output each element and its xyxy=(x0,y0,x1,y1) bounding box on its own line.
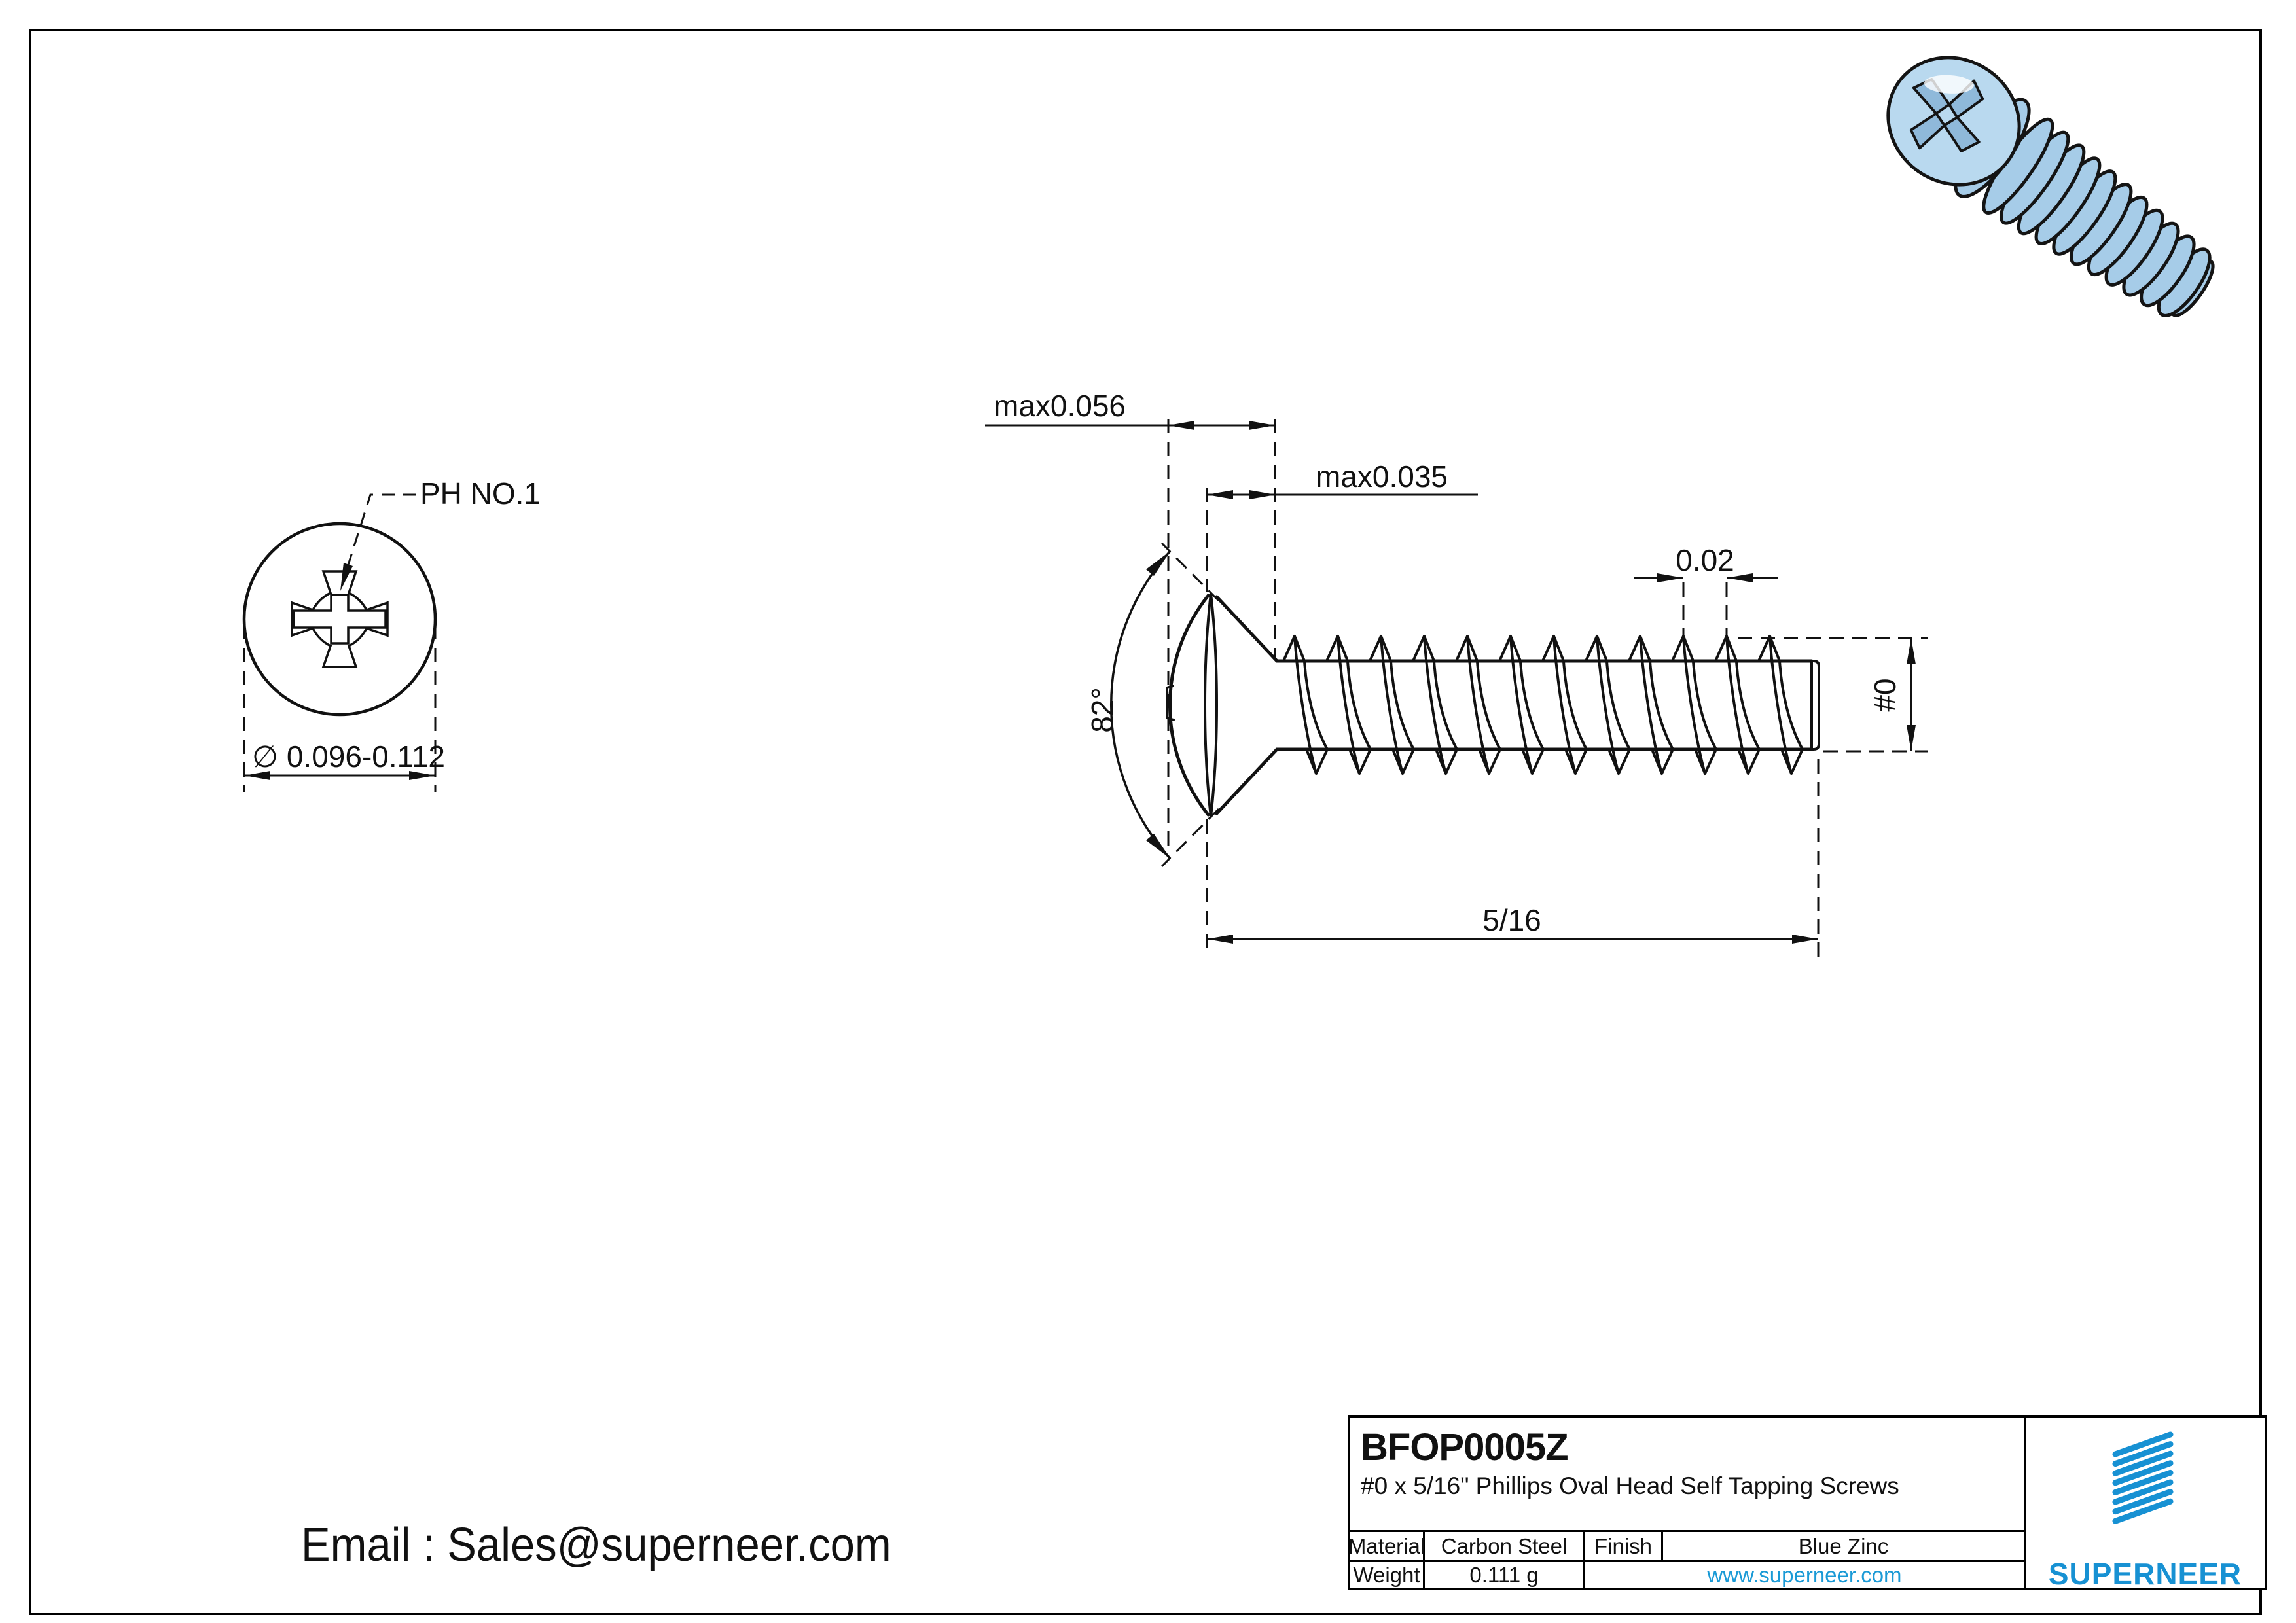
thread xyxy=(1671,635,1717,775)
arrow xyxy=(1249,490,1276,499)
thread xyxy=(1628,635,1674,775)
brand-cell: SUPERNEER xyxy=(2024,1418,2265,1591)
screw-size-label: #0 xyxy=(1868,678,1902,711)
arrow xyxy=(1146,551,1170,576)
side-dimensions xyxy=(985,419,1928,957)
weight-value: 0.111 g xyxy=(1425,1562,1585,1588)
title-block: BFOP0005Z #0 x 5/16" Phillips Oval Head … xyxy=(1348,1415,2267,1591)
thread xyxy=(1498,635,1545,775)
thread xyxy=(1714,635,1761,775)
website-link[interactable]: www.superneer.com xyxy=(1707,1562,1902,1587)
arrow xyxy=(1249,421,1275,430)
phillips-recess-outer xyxy=(291,570,389,668)
screw-threads-3d xyxy=(1982,117,2212,317)
arrow xyxy=(1727,573,1753,582)
cone-height-label: max0.035 xyxy=(1316,459,1448,493)
thread-disc xyxy=(2000,130,2070,225)
logo-stripe xyxy=(2112,1469,2174,1495)
title-area: BFOP0005Z #0 x 5/16" Phillips Oval Head … xyxy=(1350,1418,2024,1532)
arrow xyxy=(1146,834,1170,859)
finish-label: Finish xyxy=(1585,1532,1663,1560)
part-number: BFOP0005Z xyxy=(1361,1426,1569,1469)
title-block-left: BFOP0005Z #0 x 5/16" Phillips Oval Head … xyxy=(1348,1418,2024,1588)
thread-disc xyxy=(2140,234,2196,308)
screw-3d-render xyxy=(1886,56,2215,317)
logo-stripe xyxy=(2112,1441,2174,1467)
leader-arrowhead xyxy=(340,563,353,591)
weight-website-row: Weight 0.111 g www.superneer.com xyxy=(1350,1562,2024,1588)
head-cone-top xyxy=(1215,595,1279,663)
material-label: Material xyxy=(1348,1532,1425,1560)
material-finish-row: Material Carbon Steel Finish Blue Zinc xyxy=(1348,1532,2024,1562)
dia-arrow-left xyxy=(244,771,270,780)
contact-email: Email : Sales@superneer.com xyxy=(301,1519,891,1571)
arrow xyxy=(1907,638,1916,664)
dome-notch xyxy=(1166,685,1175,721)
thread-pitch-label: 0.02 xyxy=(1676,543,1734,577)
logo-stripe xyxy=(2112,1479,2174,1505)
head-diameter-label: ∅ 0.096-0.112 xyxy=(252,740,445,774)
brand-name: SUPERNEER xyxy=(2048,1557,2242,1591)
thread-profile xyxy=(1282,635,1804,775)
arrow xyxy=(1207,935,1233,944)
finish-value: Blue Zinc xyxy=(1798,1533,1889,1558)
page-border xyxy=(29,29,2262,1615)
angle-ext-bottom xyxy=(1160,808,1220,868)
head-height-label: max0.056 xyxy=(994,389,1126,423)
thread xyxy=(1585,635,1631,775)
dia-arrow-right xyxy=(409,771,435,780)
arrow xyxy=(1207,490,1233,499)
thread xyxy=(1455,635,1501,775)
thread xyxy=(1369,635,1415,775)
recess-label: PH NO.1 xyxy=(420,476,541,510)
thread xyxy=(1412,635,1458,775)
phillips-recess-inner xyxy=(293,594,387,645)
specular-highlight xyxy=(1924,75,1974,94)
logo-stripe xyxy=(2112,1431,2174,1457)
arrow xyxy=(1657,573,1683,582)
part-description: #0 x 5/16" Phillips Oval Head Self Tappi… xyxy=(1361,1472,1899,1499)
screw-length-label: 5/16 xyxy=(1482,903,1541,937)
logo-stripe xyxy=(2112,1460,2174,1486)
logo-stripe xyxy=(2112,1489,2174,1515)
angle-ext-top xyxy=(1160,542,1220,602)
thread xyxy=(1757,635,1804,775)
top-view xyxy=(242,493,437,792)
thread xyxy=(1282,635,1329,775)
head-cone-bottom xyxy=(1215,747,1279,815)
thread xyxy=(1325,635,1372,775)
recess-leader-line xyxy=(347,493,416,565)
head-angle-label: 82° xyxy=(1085,687,1119,733)
angle-arc xyxy=(1110,550,1172,860)
material-value: Carbon Steel xyxy=(1425,1532,1585,1560)
thread xyxy=(1541,635,1588,775)
side-view xyxy=(1166,592,1820,818)
logo-stripe xyxy=(2112,1498,2174,1524)
head-crown-lens xyxy=(1204,592,1218,818)
tip-face xyxy=(1810,660,1820,751)
arrow xyxy=(1792,935,1818,944)
head-outline-circle xyxy=(242,522,437,717)
head-dome xyxy=(1168,594,1210,817)
arrow xyxy=(1907,725,1916,751)
weight-label: Weight xyxy=(1350,1562,1425,1588)
logo-stripe xyxy=(2112,1450,2174,1476)
brand-stripes-logo xyxy=(2112,1431,2174,1524)
arrow xyxy=(1168,421,1194,430)
